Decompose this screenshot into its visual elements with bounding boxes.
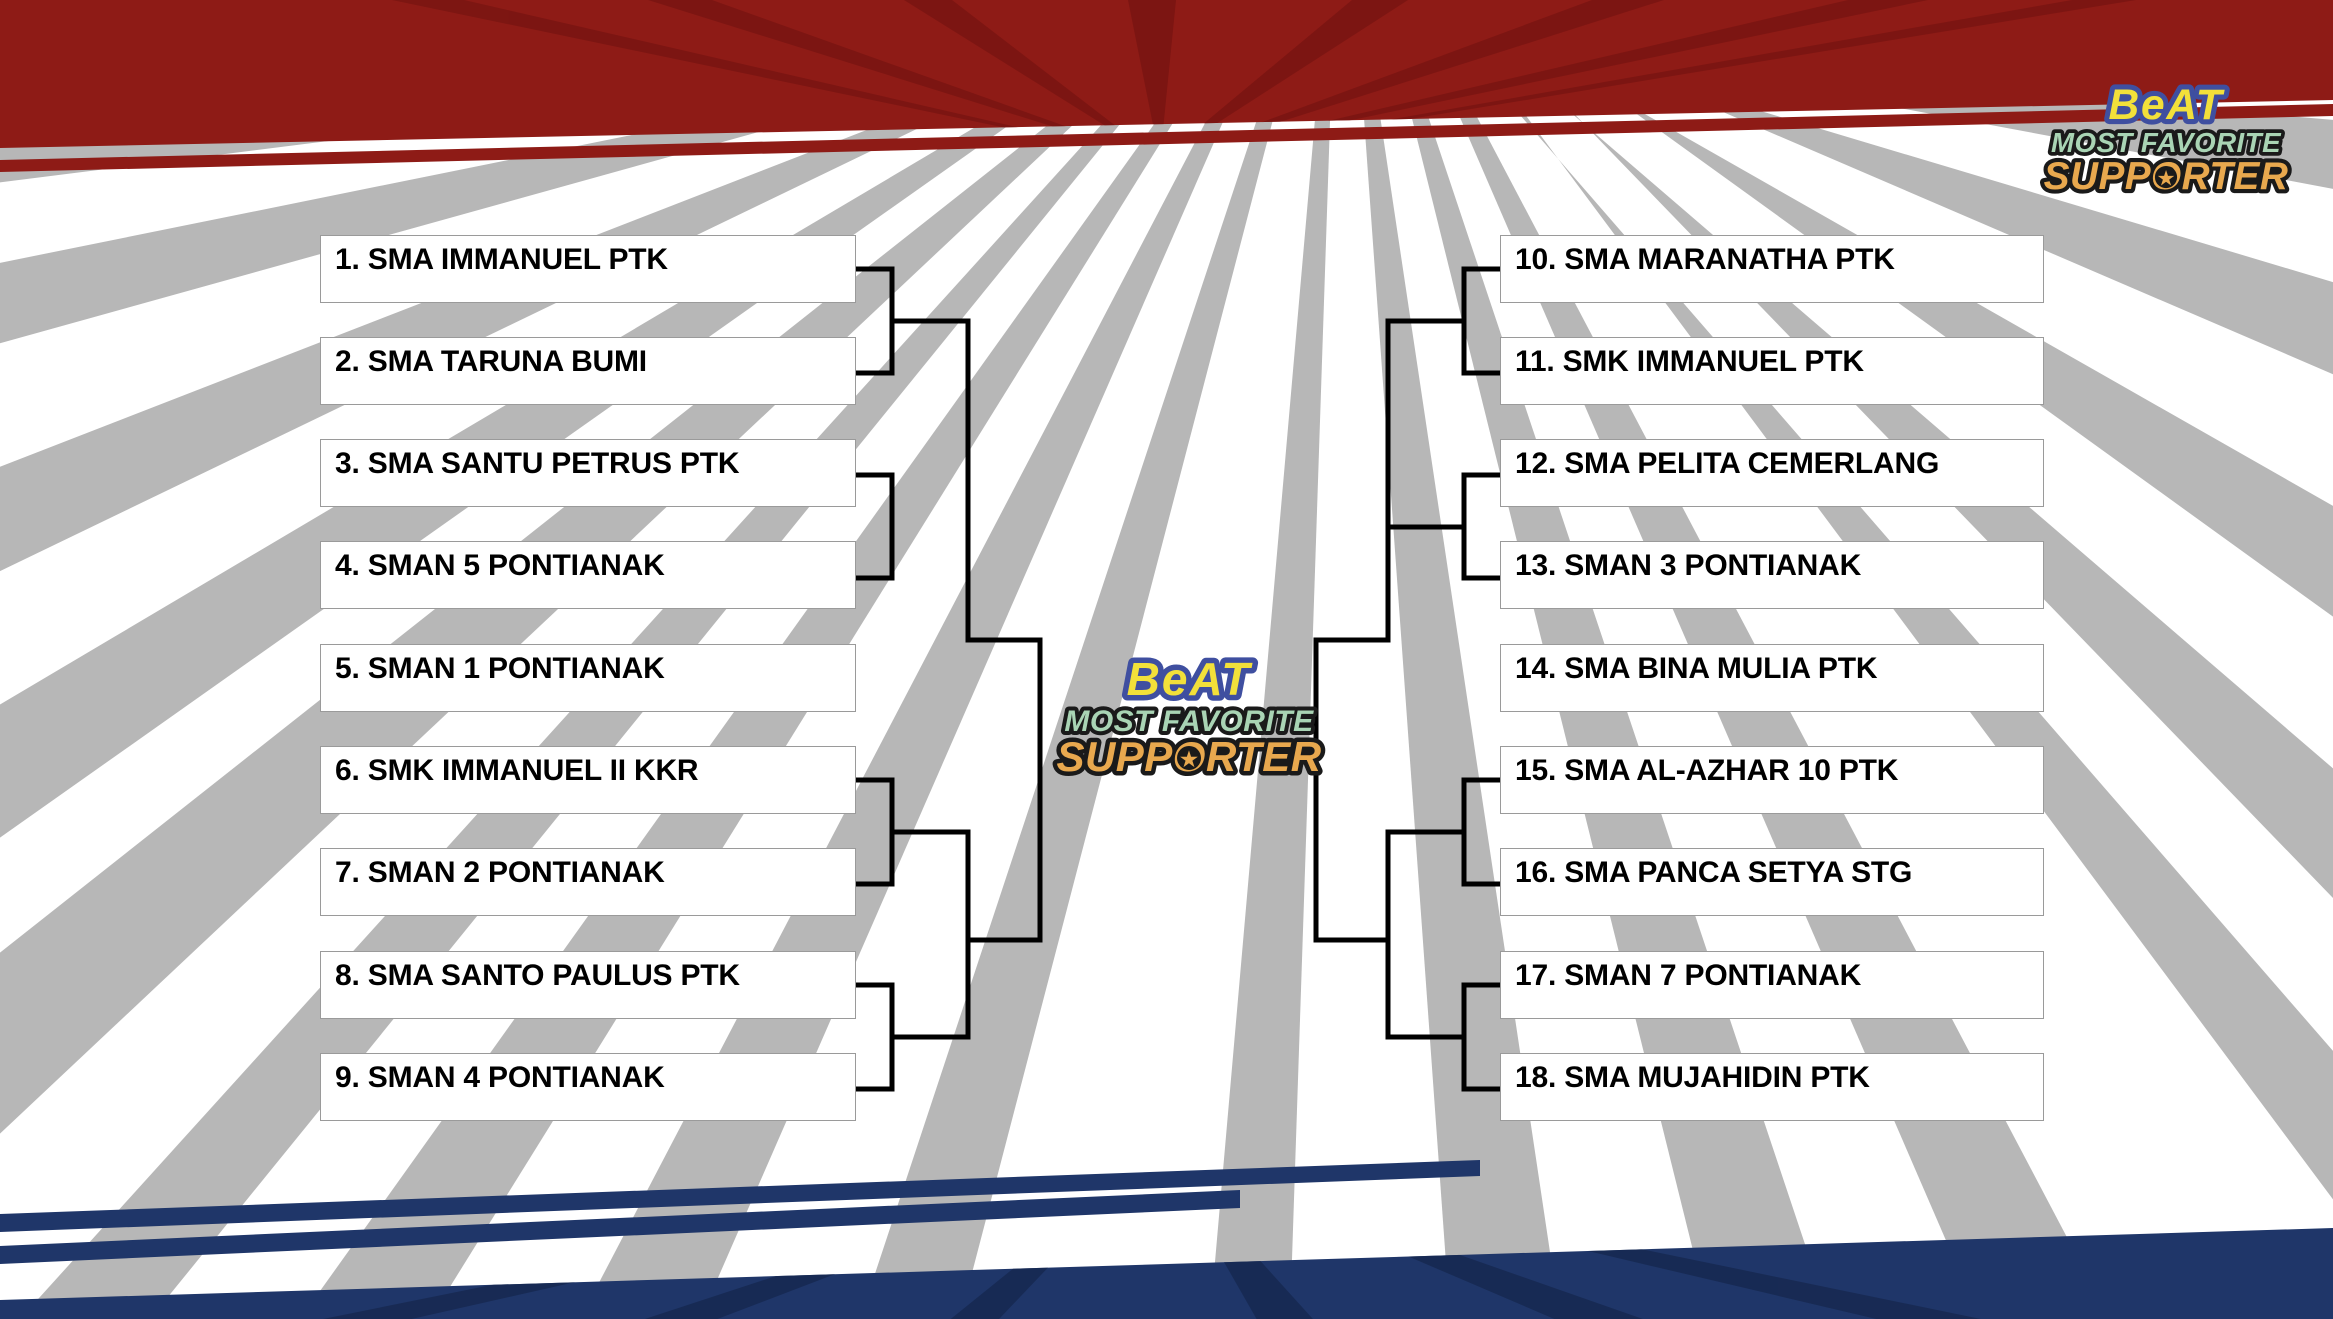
team-label: 3. SMA SANTU PETRUS PTK <box>335 447 740 480</box>
team-label: 1. SMA IMMANUEL PTK <box>335 243 668 276</box>
team-label: 8. SMA SANTO PAULUS PTK <box>335 959 740 992</box>
logo-line1: BeAT <box>1127 655 1254 705</box>
team-label: 18. SMA MUJAHIDIN PTK <box>1515 1061 1870 1094</box>
team-box-13[interactable]: 13. SMAN 3 PONTIANAK <box>1500 541 2044 609</box>
team-box-16[interactable]: 16. SMA PANCA SETYA STG <box>1500 848 2044 916</box>
team-box-8[interactable]: 8. SMA SANTO PAULUS PTK <box>320 951 856 1019</box>
team-box-3[interactable]: 3. SMA SANTU PETRUS PTK <box>320 439 856 507</box>
team-label: 12. SMA PELITA CEMERLANG <box>1515 447 1940 480</box>
team-label: 14. SMA BINA MULIA PTK <box>1515 652 1878 685</box>
team-label: 13. SMAN 3 PONTIANAK <box>1515 549 1862 582</box>
team-label: 11. SMK IMMANUEL PTK <box>1515 345 1864 378</box>
team-box-17[interactable]: 17. SMAN 7 PONTIANAK <box>1500 951 2044 1019</box>
team-label: 4. SMAN 5 PONTIANAK <box>335 549 665 582</box>
star-icon: ★ <box>1180 749 1198 771</box>
team-box-12[interactable]: 12. SMA PELITA CEMERLANG <box>1500 439 2044 507</box>
beat-supporter-logo-center: BeAT BeAT MOST FAVORITE MOST FAVORITE SU… <box>1052 655 1326 785</box>
team-box-6[interactable]: 6. SMK IMMANUEL II KKR <box>320 746 856 814</box>
logo-line1: BeAT <box>2108 82 2224 128</box>
team-label: 2. SMA TARUNA BUMI <box>335 345 647 378</box>
team-box-5[interactable]: 5. SMAN 1 PONTIANAK <box>320 644 856 712</box>
team-label: 7. SMAN 2 PONTIANAK <box>335 856 665 889</box>
team-label: 15. SMA AL-AZHAR 10 PTK <box>1515 754 1899 787</box>
logo-line2: MOST FAVORITE <box>2051 127 2282 158</box>
team-box-14[interactable]: 14. SMA BINA MULIA PTK <box>1500 644 2044 712</box>
team-label: 10. SMA MARANATHA PTK <box>1515 243 1895 276</box>
team-label: 5. SMAN 1 PONTIANAK <box>335 652 665 685</box>
team-box-7[interactable]: 7. SMAN 2 PONTIANAK <box>320 848 856 916</box>
team-label: 17. SMAN 7 PONTIANAK <box>1515 959 1862 992</box>
team-box-18[interactable]: 18. SMA MUJAHIDIN PTK <box>1500 1053 2044 1121</box>
team-box-9[interactable]: 9. SMAN 4 PONTIANAK <box>320 1053 856 1121</box>
star-icon: ★ <box>2158 167 2175 188</box>
team-box-15[interactable]: 15. SMA AL-AZHAR 10 PTK <box>1500 746 2044 814</box>
beat-supporter-logo-corner: BeAT BeAT MOST FAVORITE MOST FAVORITE SU… <box>2040 82 2292 202</box>
team-box-10[interactable]: 10. SMA MARANATHA PTK <box>1500 235 2044 303</box>
team-label: 6. SMK IMMANUEL II KKR <box>335 754 699 787</box>
team-box-2[interactable]: 2. SMA TARUNA BUMI <box>320 337 856 405</box>
team-box-11[interactable]: 11. SMK IMMANUEL PTK <box>1500 337 2044 405</box>
team-label: 16. SMA PANCA SETYA STG <box>1515 856 1913 889</box>
team-label: 9. SMAN 4 PONTIANAK <box>335 1061 665 1094</box>
team-box-1[interactable]: 1. SMA IMMANUEL PTK <box>320 235 856 303</box>
team-box-4[interactable]: 4. SMAN 5 PONTIANAK <box>320 541 856 609</box>
